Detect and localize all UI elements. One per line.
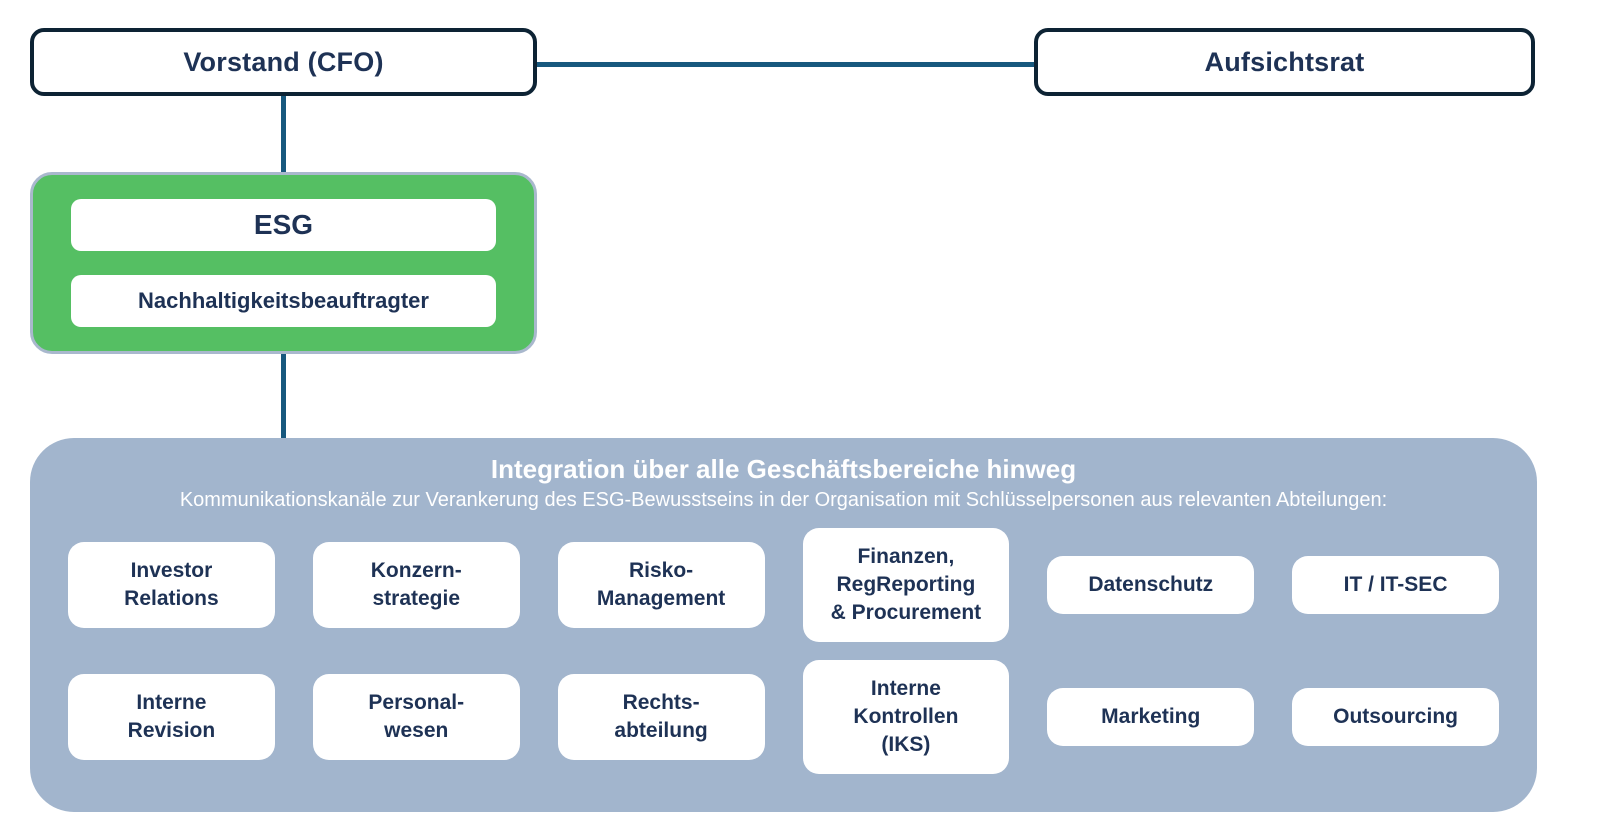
esg-title: ESG xyxy=(253,209,314,240)
department-box-investor-relations: Investor Relations xyxy=(68,542,275,628)
aufsichtsrat-label: Aufsichtsrat xyxy=(1204,46,1365,77)
department-box-personalwesen: Personal- wesen xyxy=(312,674,520,760)
department-box-outsourcing: Outsourcing xyxy=(1292,688,1499,746)
department-box-interne-kontrollen-iks: Interne Kontrollen (IKS) xyxy=(802,660,1010,774)
esg-subtitle-box: Nachhaltigkeitsbeauftragter xyxy=(71,275,496,327)
department-box-finanzen-regreporting-procurement: Finanzen, RegReporting & Procurement xyxy=(802,528,1010,642)
esg-group-box: ESG Nachhaltigkeitsbeauftragter xyxy=(30,172,537,354)
department-box-risko-management: Risko- Management xyxy=(557,542,765,628)
vorstand-label: Vorstand (CFO) xyxy=(183,46,384,77)
department-row-2: Interne Revision Personal- wesen Rechts- a… xyxy=(68,660,1499,774)
esg-title-box: ESG xyxy=(71,199,496,251)
integration-title: Integration über alle Geschäftsbereiche … xyxy=(490,454,1077,484)
department-box-marketing: Marketing xyxy=(1047,688,1255,746)
department-box-datenschutz: Datenschutz xyxy=(1047,556,1255,614)
department-box-it-it-sec: IT / IT-SEC xyxy=(1292,556,1499,614)
integration-subtitle: Kommunikationskanäle zur Verankerung des… xyxy=(179,489,1388,511)
department-row-1: Investor Relations Konzern- strategie Risk… xyxy=(68,528,1499,642)
department-box-rechtsabteilung: Rechts- abteilung xyxy=(557,674,765,760)
connector-vertical-top xyxy=(281,96,286,178)
aufsichtsrat-box: Aufsichtsrat xyxy=(1034,28,1535,96)
connector-horizontal xyxy=(537,62,1034,67)
department-box-konzernstrategie: Konzern- strategie xyxy=(312,542,520,628)
esg-subtitle: Nachhaltigkeitsbeauftragter xyxy=(138,288,429,313)
integration-panel: Integration über alle Geschäftsbereiche … xyxy=(30,438,1537,812)
department-grid: Investor Relations Konzern- strategie Risk… xyxy=(30,528,1537,774)
connector-vertical-bottom xyxy=(281,352,286,440)
department-box-interne-revision: Interne Revision xyxy=(68,674,275,760)
vorstand-box: Vorstand (CFO) xyxy=(30,28,537,96)
